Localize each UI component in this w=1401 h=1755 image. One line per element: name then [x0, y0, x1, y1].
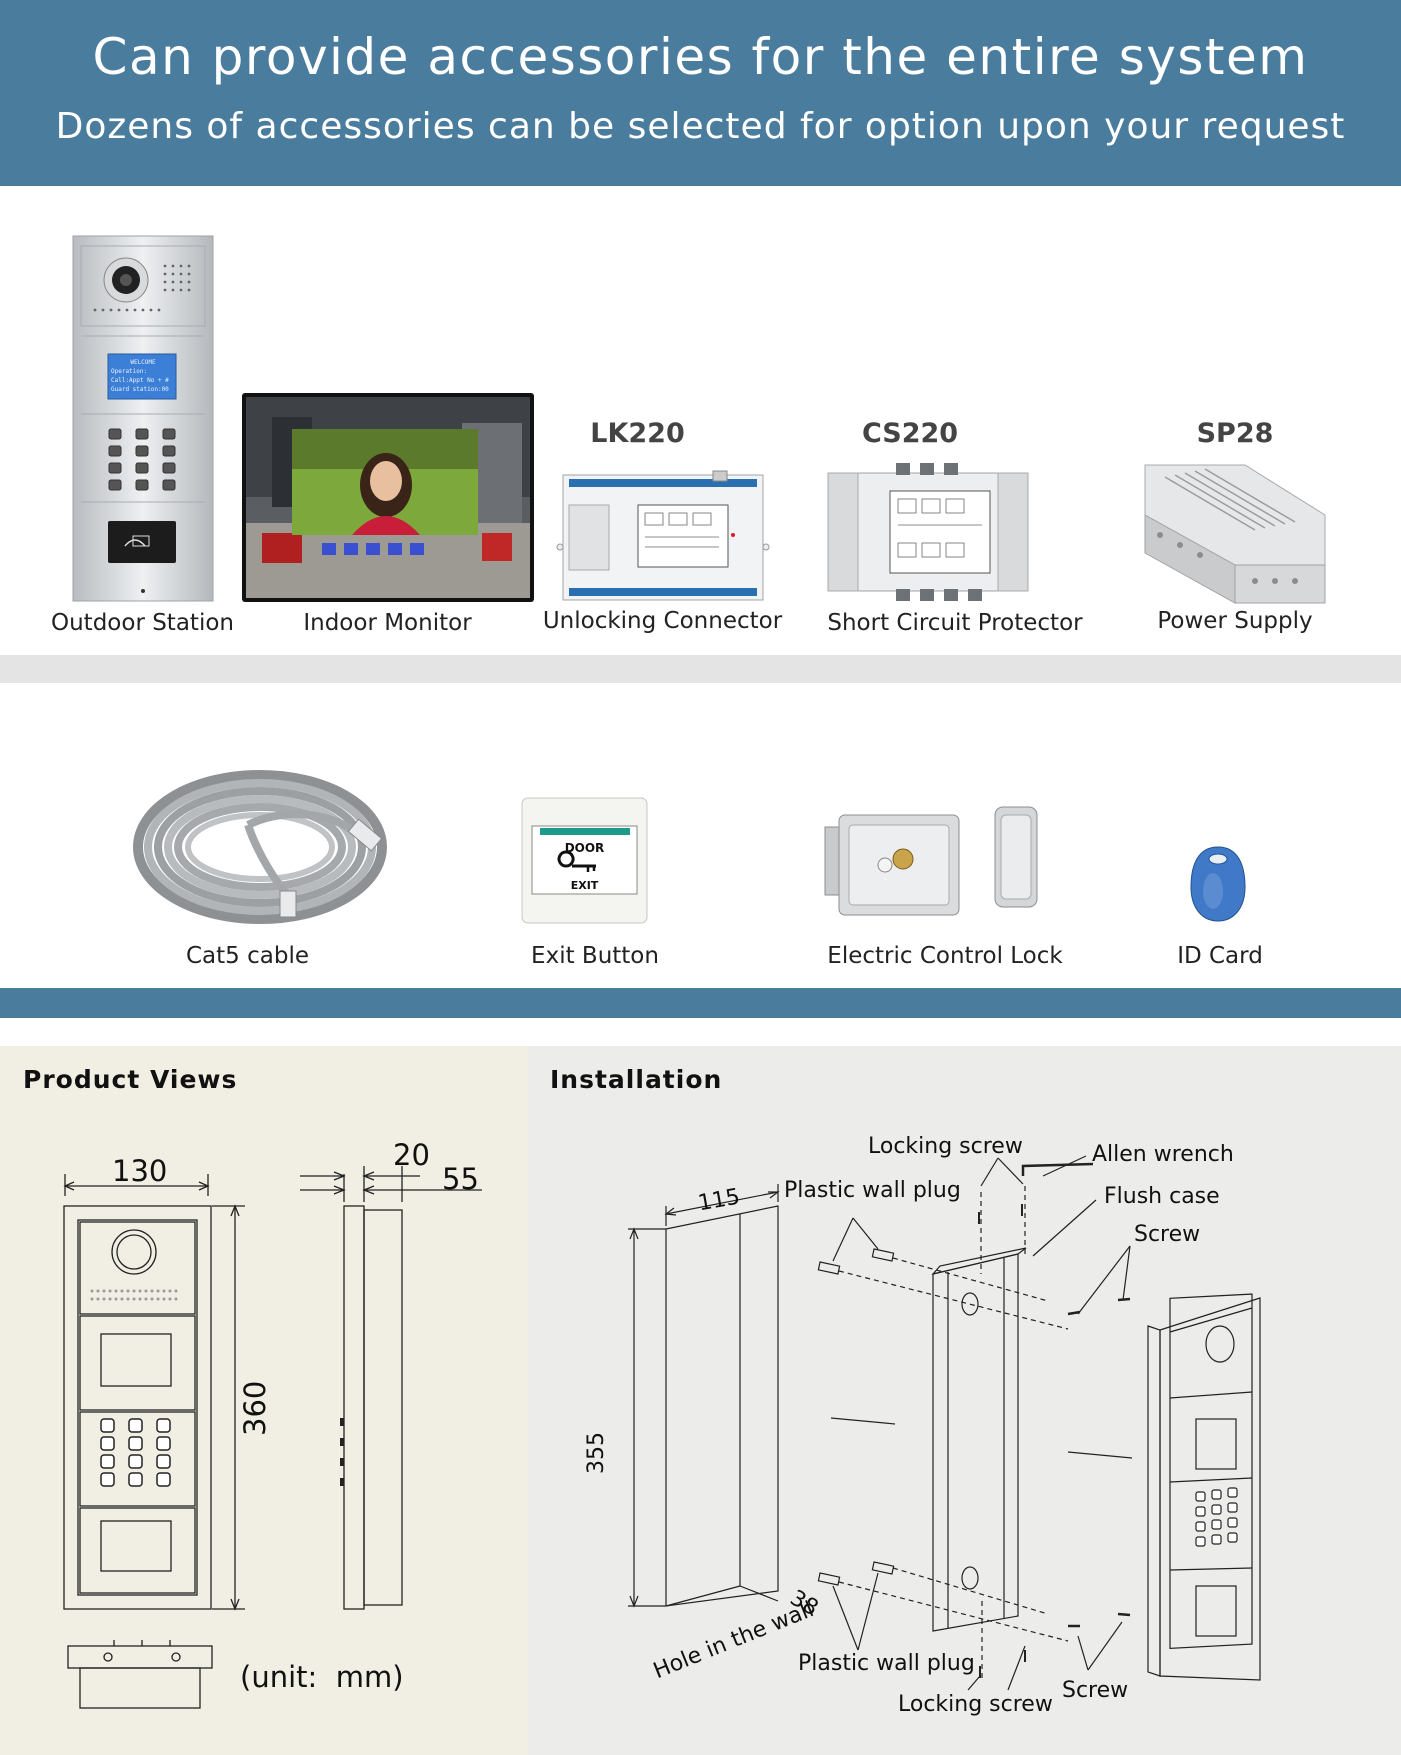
exit-button-top-text: DOOR	[564, 841, 605, 855]
accessory-label: ID Card	[1177, 943, 1263, 969]
section-divider	[0, 988, 1401, 1018]
accessory-label: Electric Control Lock	[827, 943, 1063, 969]
power-supply-image	[1144, 464, 1326, 604]
label-screw-top: Screw	[1134, 1222, 1201, 1247]
installation-panel: Installation	[528, 1046, 1401, 1755]
accessory-exit-button: DOOR EXIT Exit Button	[495, 790, 695, 975]
indoor-monitor-image	[242, 393, 534, 602]
installation-title: Installation	[550, 1065, 723, 1094]
banner-title: Can provide accessories for the entire s…	[92, 28, 1309, 86]
dim-hole-height: 355	[584, 1432, 609, 1474]
exit-button-bottom-text: EXIT	[570, 879, 599, 892]
outdoor-screen-line: Guard station:00	[111, 386, 169, 393]
unlocking-connector-image	[556, 470, 770, 601]
accessory-outdoor-station: WELCOME Operation: Call:Appt No + # Guar…	[40, 230, 245, 640]
unit-note: (unit: mm)	[240, 1660, 404, 1694]
front-view-drawing	[63, 1166, 482, 1709]
outdoor-station-image	[72, 235, 214, 602]
model-label: CS220	[861, 418, 959, 449]
accessory-power-supply: SP28 Power Supply	[1110, 415, 1360, 640]
short-circuit-protector-image	[827, 463, 1029, 601]
outdoor-screen-line: Operation:	[111, 368, 148, 375]
accessory-label: Exit Button	[531, 943, 659, 969]
banner-subtitle: Dozens of accessories can be selected fo…	[55, 106, 1346, 147]
cat5-cable-image	[133, 770, 387, 924]
outdoor-screen-line: Call:Appt No + #	[111, 377, 169, 384]
section-divider	[0, 655, 1401, 683]
label-locking-screw-bottom: Locking screw	[898, 1692, 1053, 1717]
accessory-label: Unlocking Connector	[542, 608, 783, 634]
header-banner: Can provide accessories for the entire s…	[0, 0, 1401, 186]
outdoor-screen-line: WELCOME	[130, 359, 156, 366]
exit-button-image	[521, 797, 648, 924]
id-card-image	[1190, 846, 1246, 922]
label-locking-screw-top: Locking screw	[868, 1134, 1023, 1159]
outdoor-screen-lines: WELCOME Operation: Call:Appt No + # Guar…	[111, 358, 175, 394]
label-plastic-wall-plug-bottom: Plastic wall plug	[798, 1651, 975, 1676]
accessory-short-circuit-protector: CS220 Short Circuit Protector	[820, 415, 1090, 640]
installation-drawing	[628, 1155, 1261, 1691]
accessory-electric-lock: Electric Control Lock	[820, 805, 1080, 975]
accessory-label: Cat5 cable	[186, 943, 309, 969]
accessory-label: Power Supply	[1157, 608, 1313, 634]
model-label: SP28	[1196, 418, 1274, 449]
label-screw-bottom: Screw	[1062, 1678, 1129, 1703]
model-label: LK220	[590, 418, 685, 449]
product-views-title: Product Views	[23, 1065, 238, 1094]
label-allen-wrench: Allen wrench	[1092, 1142, 1234, 1167]
accessory-unlocking-connector: LK220 Unlocking Connector	[535, 415, 790, 640]
dim-depth-a: 20	[393, 1138, 430, 1172]
electric-lock-image	[824, 806, 1038, 916]
accessory-label: Short Circuit Protector	[827, 610, 1083, 636]
accessory-cat5-cable: Cat5 cable	[110, 760, 387, 975]
label-plastic-wall-plug-top: Plastic wall plug	[784, 1178, 961, 1203]
accessory-label: Outdoor Station	[51, 610, 234, 636]
accessory-indoor-monitor: Indoor Monitor	[240, 390, 535, 640]
product-views-panel: Product Views 130 20 55 360	[0, 1046, 528, 1755]
dim-width: 130	[112, 1154, 168, 1188]
label-flush-case: Flush case	[1104, 1184, 1220, 1209]
accessory-label: Indoor Monitor	[303, 610, 472, 636]
accessory-id-card: ID Card	[1150, 830, 1290, 975]
